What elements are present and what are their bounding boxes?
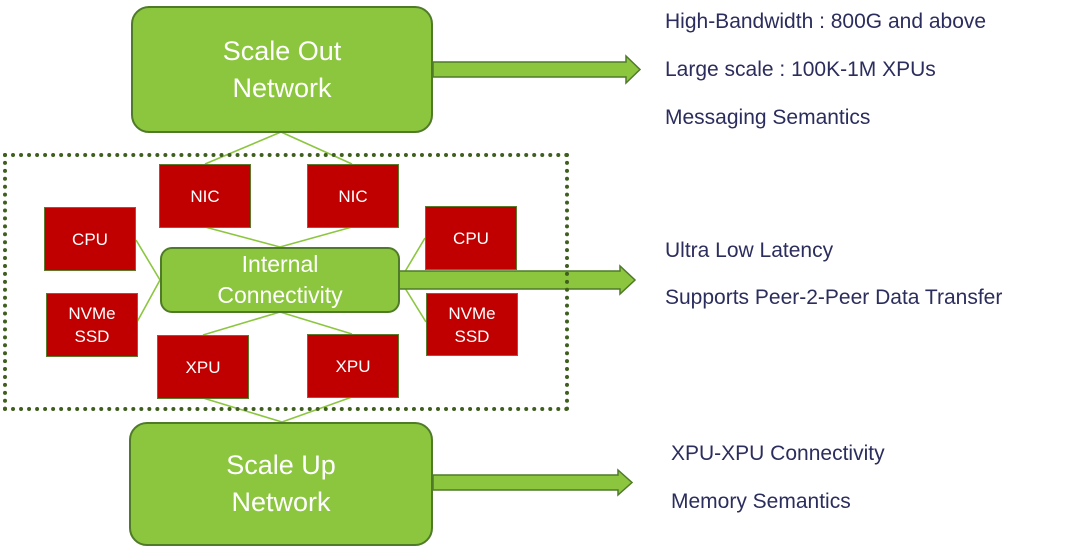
cpu-right-box: CPU <box>425 206 517 270</box>
scale-up-feature-semantics: Memory Semantics <box>671 490 851 513</box>
scale-up-label-line2: Network <box>231 487 331 517</box>
connector-lines <box>135 131 427 423</box>
nvme-right-box: NVMe SSD <box>426 293 518 356</box>
cpu-left-label: CPU <box>72 229 108 249</box>
nic-left-label: NIC <box>190 186 220 206</box>
connector-nvme-left-internal <box>136 279 161 323</box>
nic-right-label: NIC <box>338 186 368 206</box>
nvme-right-line1: NVMe <box>448 303 496 323</box>
connector-nic-left-internal <box>204 226 281 248</box>
connector-internal-xpu-right <box>279 311 353 335</box>
connector-internal-xpu-left <box>202 311 281 336</box>
connector-nic-right-internal <box>279 226 353 248</box>
internal-connectivity-box: Internal Connectivity <box>160 247 400 313</box>
connector-scaleout-nic-right <box>280 131 353 165</box>
scale-out-feature-bandwidth: High-Bandwidth : 800G and above <box>665 10 987 33</box>
cpu-right-label: CPU <box>453 228 489 248</box>
xpu-right-label: XPU <box>335 356 371 376</box>
connector-scaleout-nic-left <box>204 131 282 165</box>
node-feature-latency: Ultra Low Latency <box>665 239 834 262</box>
scale-out-arrow <box>432 54 642 85</box>
node-arrow <box>397 264 637 296</box>
xpu-left-box: XPU <box>157 335 249 399</box>
nvme-left-line2: SSD <box>74 327 110 346</box>
xpu-left-label: XPU <box>185 357 221 377</box>
scale-out-network-box: Scale Out Network <box>131 6 433 133</box>
scale-up-network-box: Scale Up Network <box>129 422 433 546</box>
nvme-left-line1: NVMe <box>68 304 116 323</box>
scale-up-arrow <box>432 468 634 497</box>
nvme-left-box: NVMe SSD <box>46 293 138 357</box>
nvme-right-line2: SSD <box>454 326 490 346</box>
node-boundary <box>3 153 569 411</box>
internal-label-line2: Connectivity <box>217 282 343 308</box>
scale-out-label-line1: Scale Out <box>222 35 342 66</box>
node-feature-p2p: Supports Peer-2-Peer Data Transfer <box>665 286 1003 309</box>
scale-out-feature-scale: Large scale : 100K-1M XPUs <box>665 58 936 81</box>
xpu-right-box: XPU <box>307 334 399 398</box>
scale-out-label-line2: Network <box>232 72 332 103</box>
nic-left-box: NIC <box>159 164 251 228</box>
scale-up-label-line1: Scale Up <box>226 450 336 480</box>
nic-right-box: NIC <box>307 164 399 228</box>
connector-cpu-left-internal <box>135 239 161 281</box>
internal-label-line1: Internal <box>241 251 319 277</box>
cpu-left-box: CPU <box>44 207 136 271</box>
scale-up-feature-connectivity: XPU-XPU Connectivity <box>671 442 885 465</box>
scale-out-feature-semantics: Messaging Semantics <box>665 106 871 129</box>
